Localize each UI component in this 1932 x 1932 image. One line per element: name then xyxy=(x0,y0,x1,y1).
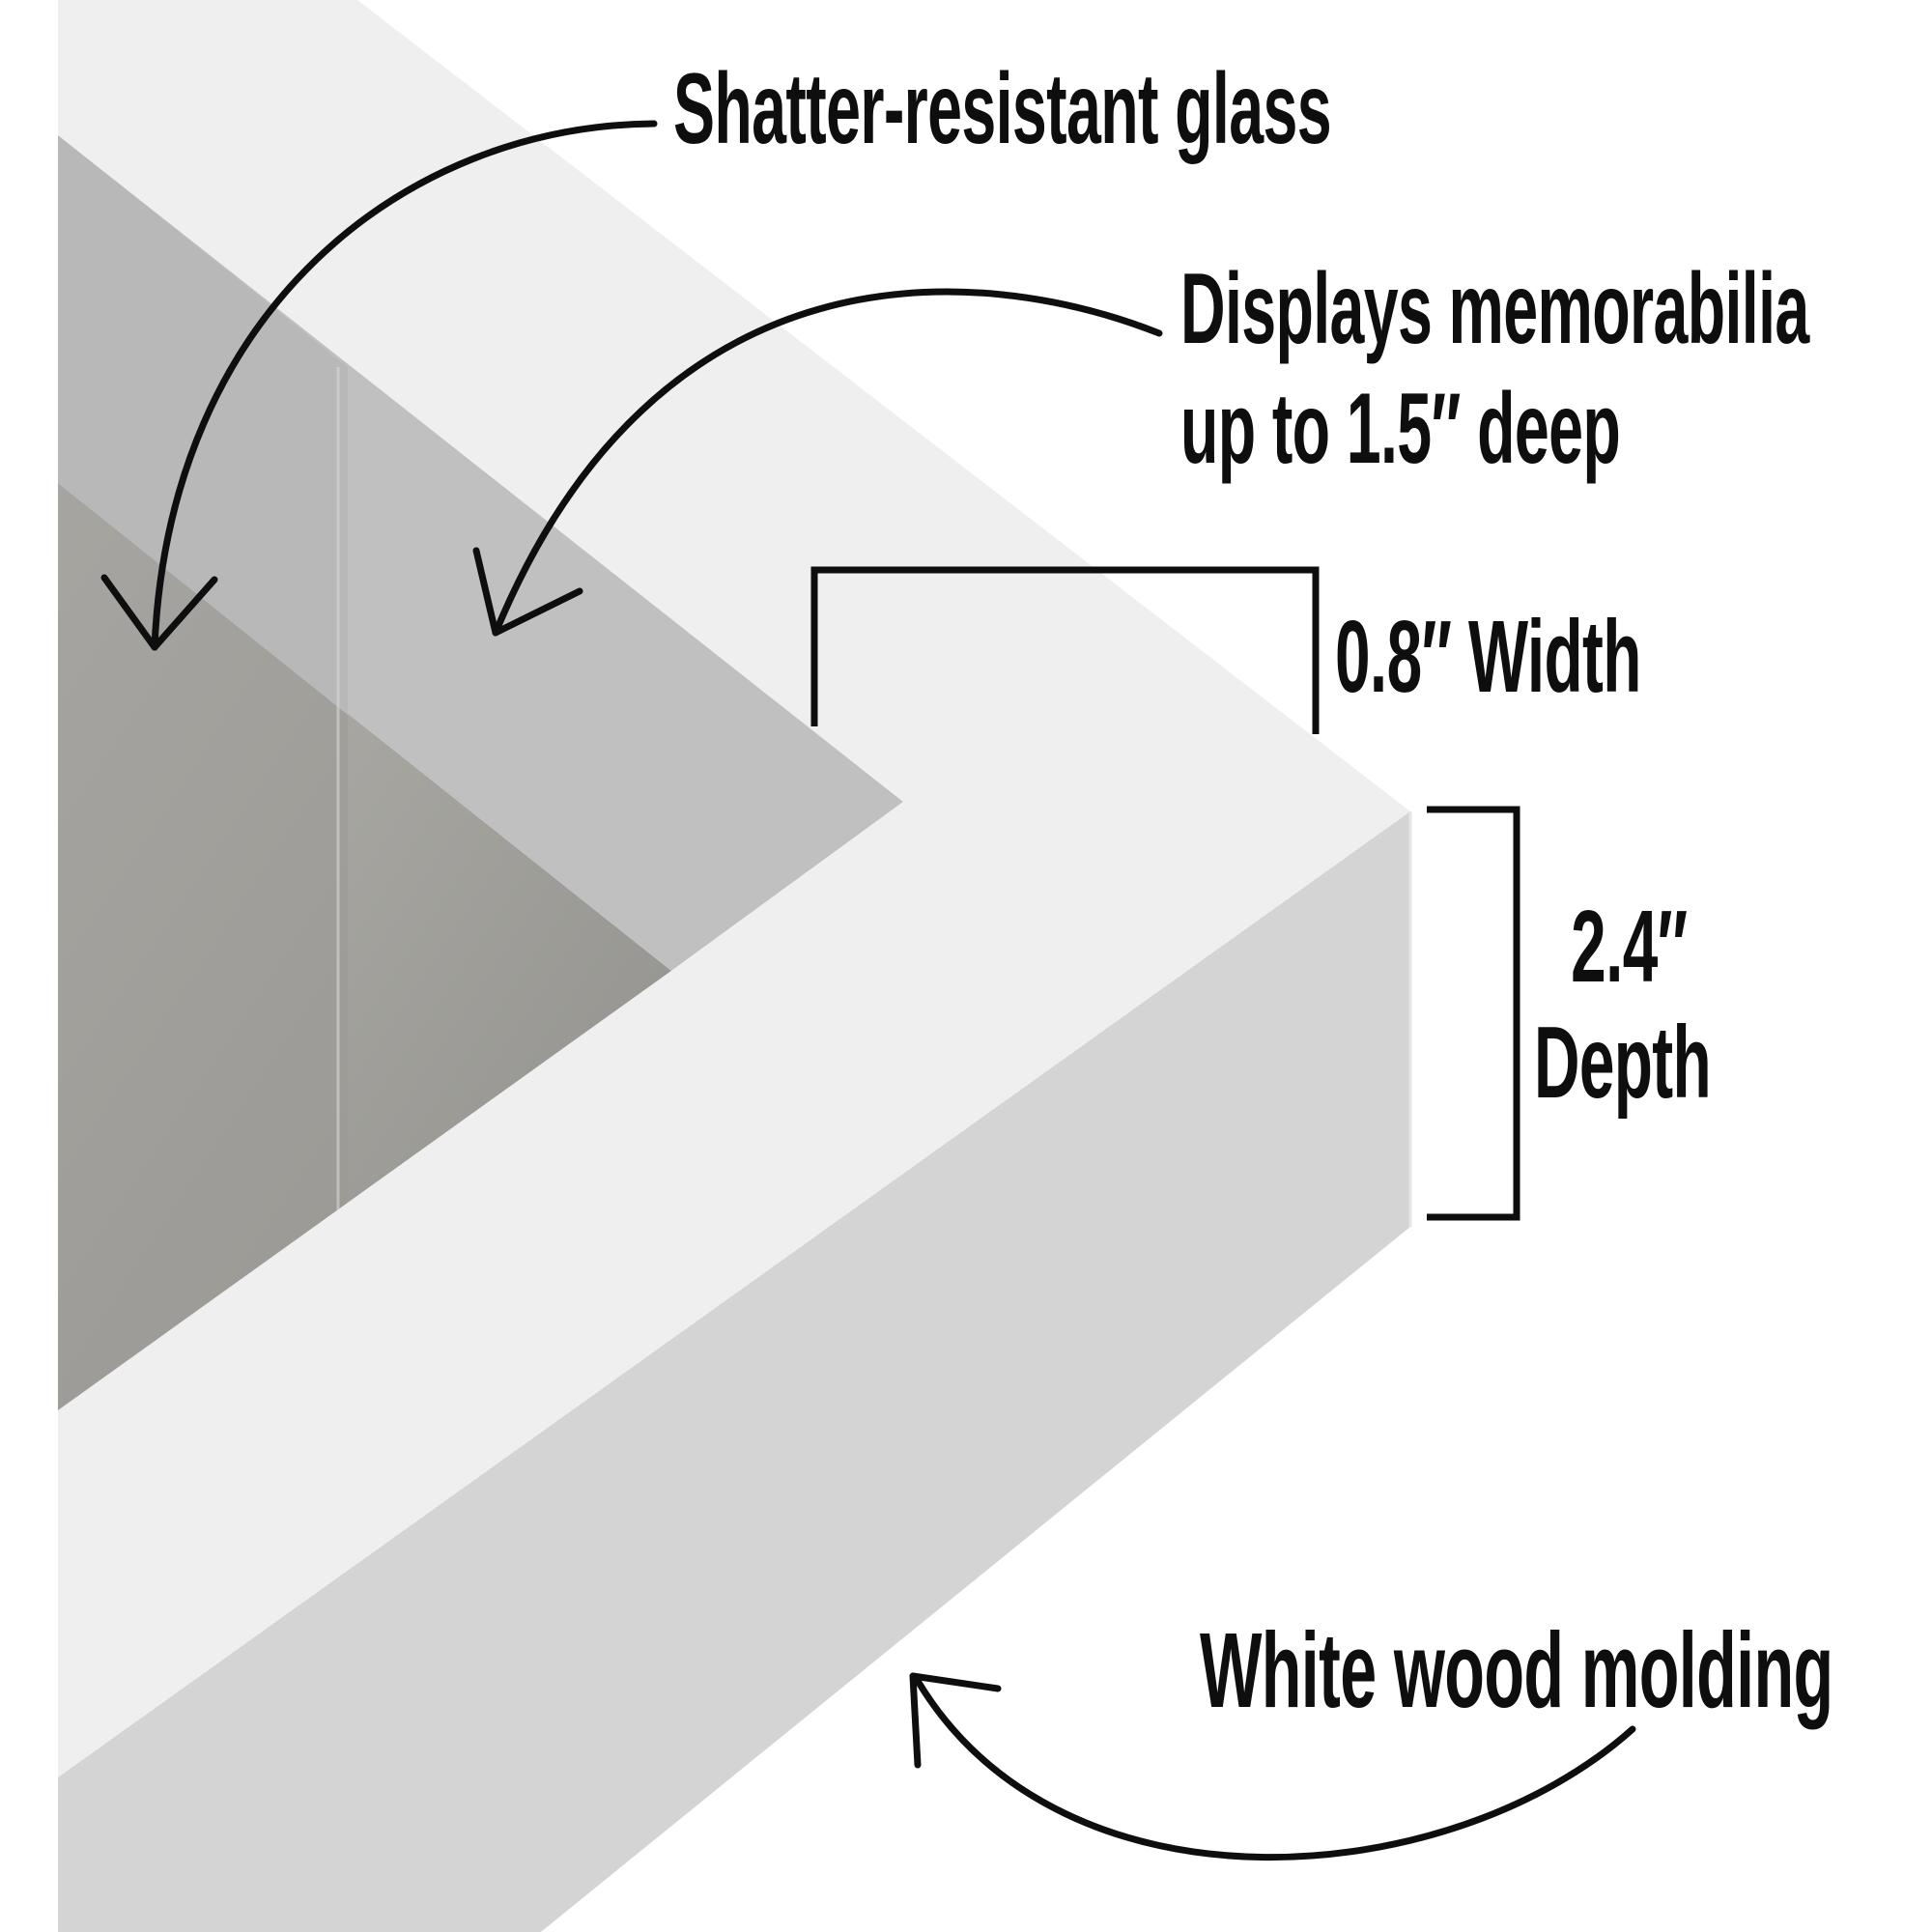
left-margin xyxy=(0,0,58,1932)
frame-bottom-face xyxy=(541,1227,1410,1932)
depth-value: 2.4″ xyxy=(1571,890,1688,1004)
frame-side-face xyxy=(58,811,1410,1932)
memorabilia-label-line1: Displays memorabilia xyxy=(1180,253,1809,365)
memorabilia-label-line2: up to 1.5″ deep xyxy=(1180,373,1621,485)
molding-label: White wood molding xyxy=(1200,1611,1833,1730)
width-bracket xyxy=(810,566,1320,734)
frame-top-face xyxy=(58,0,1410,1777)
memorabilia-label: Displays memorabilia up to 1.5″ deep xyxy=(1180,249,1809,489)
frame-backing-shadow xyxy=(58,483,348,1410)
depth-arrow xyxy=(472,288,1163,637)
depth-label: 2.4″ Depth xyxy=(1534,889,1712,1121)
molding-arrow xyxy=(909,1672,1636,1861)
depth-bracket xyxy=(1427,806,1520,1221)
glass-label: Shatter-resistant glass xyxy=(673,53,1332,165)
glass-arrow xyxy=(100,120,658,651)
width-label: 0.8″ Width xyxy=(1335,600,1641,714)
depth-word: Depth xyxy=(1534,1006,1712,1120)
